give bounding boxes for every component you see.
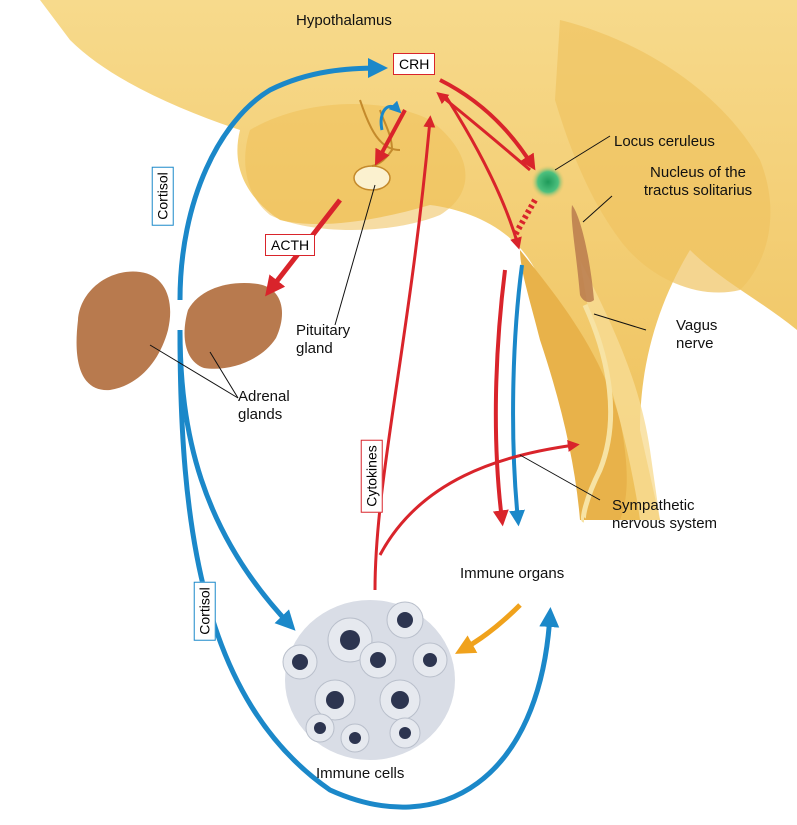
vagus-nerve-label: Vagus nerve	[676, 317, 717, 353]
nucleus-label-line1: Nucleus of the	[618, 164, 778, 182]
cytokines-label: Cytokines	[361, 439, 383, 512]
immune-cells-cluster	[283, 600, 455, 760]
nucleus-tractus-solitarius-label: Nucleus of the tractus solitarius	[618, 164, 778, 200]
adrenal-gland-right	[185, 283, 282, 369]
crh-label: CRH	[393, 53, 435, 75]
cortisol-label-top: Cortisol	[152, 166, 174, 225]
locus-ceruleus-spot	[531, 165, 565, 199]
adrenal-glands-label: Adrenal glands	[238, 388, 290, 424]
immune-cells-label: Immune cells	[316, 765, 404, 783]
brain-illustration	[40, 0, 797, 520]
adrenal-gland-left	[77, 272, 171, 391]
vagus-label-line1: Vagus	[676, 317, 717, 335]
brainstem-to-immune-blue-arrow	[513, 265, 522, 520]
adrenal-label-line2: glands	[238, 406, 290, 424]
acth-label: ACTH	[265, 234, 315, 256]
immune-organs-label: Immune organs	[460, 565, 564, 583]
nucleus-label-line2: tractus solitarius	[618, 182, 778, 200]
pituitary-label-line2: gland	[296, 340, 350, 358]
sympathetic-label-line1: Sympathetic	[612, 497, 717, 515]
immune-organs-to-cells-arrow	[462, 605, 520, 650]
pituitary-gland	[354, 166, 390, 190]
sympathetic-nervous-system-label: Sympathetic nervous system	[612, 497, 717, 533]
adrenal-label-line1: Adrenal	[238, 388, 290, 406]
vagus-label-line2: nerve	[676, 335, 717, 353]
hypothalamus-label: Hypothalamus	[296, 12, 392, 30]
sympathetic-label-line2: nervous system	[612, 515, 717, 533]
pituitary-label-line1: Pituitary	[296, 322, 350, 340]
pituitary-gland-label: Pituitary gland	[296, 322, 350, 358]
locus-ceruleus-label: Locus ceruleus	[614, 133, 715, 151]
cortisol-label-bottom: Cortisol	[194, 581, 216, 640]
brainstem-to-immune-red-arrow	[496, 270, 505, 520]
cytokines-branch-arrow	[380, 445, 575, 555]
